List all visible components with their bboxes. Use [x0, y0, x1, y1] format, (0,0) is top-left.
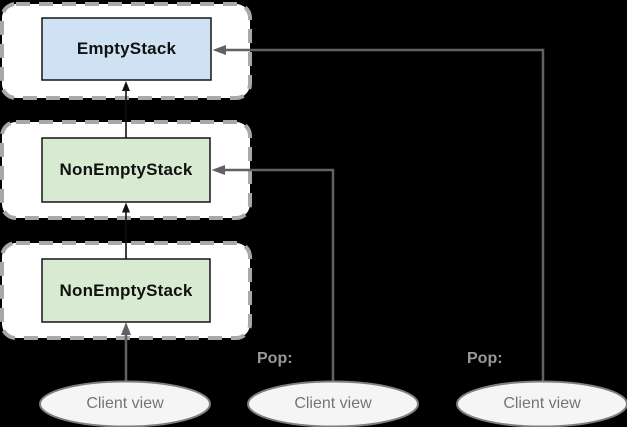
non-empty-stack-box-2: [41, 258, 211, 323]
pop-label-middle: Pop:: [257, 350, 293, 367]
arrow-client2-to-nonempty1: [211, 165, 335, 382]
arrow-nonempty1-to-empty: [122, 81, 130, 138]
non-empty-stack-label-2: NonEmptyStack: [59, 280, 193, 300]
client-view-label-2: Client view: [294, 395, 372, 412]
arrow-client1-to-nonempty2: [121, 322, 131, 382]
non-empty-stack-label-1: NonEmptyStack: [59, 160, 193, 179]
client-view-label-3: Client view: [503, 395, 581, 412]
non-empty-stack-box-1: [41, 137, 211, 203]
pop-label-right: Pop:: [467, 350, 503, 367]
empty-stack-box: [41, 17, 212, 81]
arrow-nonempty2-to-nonempty1: [122, 202, 130, 259]
empty-stack-label: EmptyStack: [76, 39, 177, 58]
arrow-client3-to-empty: [212, 45, 545, 382]
client-view-label-1: Client view: [86, 395, 164, 412]
